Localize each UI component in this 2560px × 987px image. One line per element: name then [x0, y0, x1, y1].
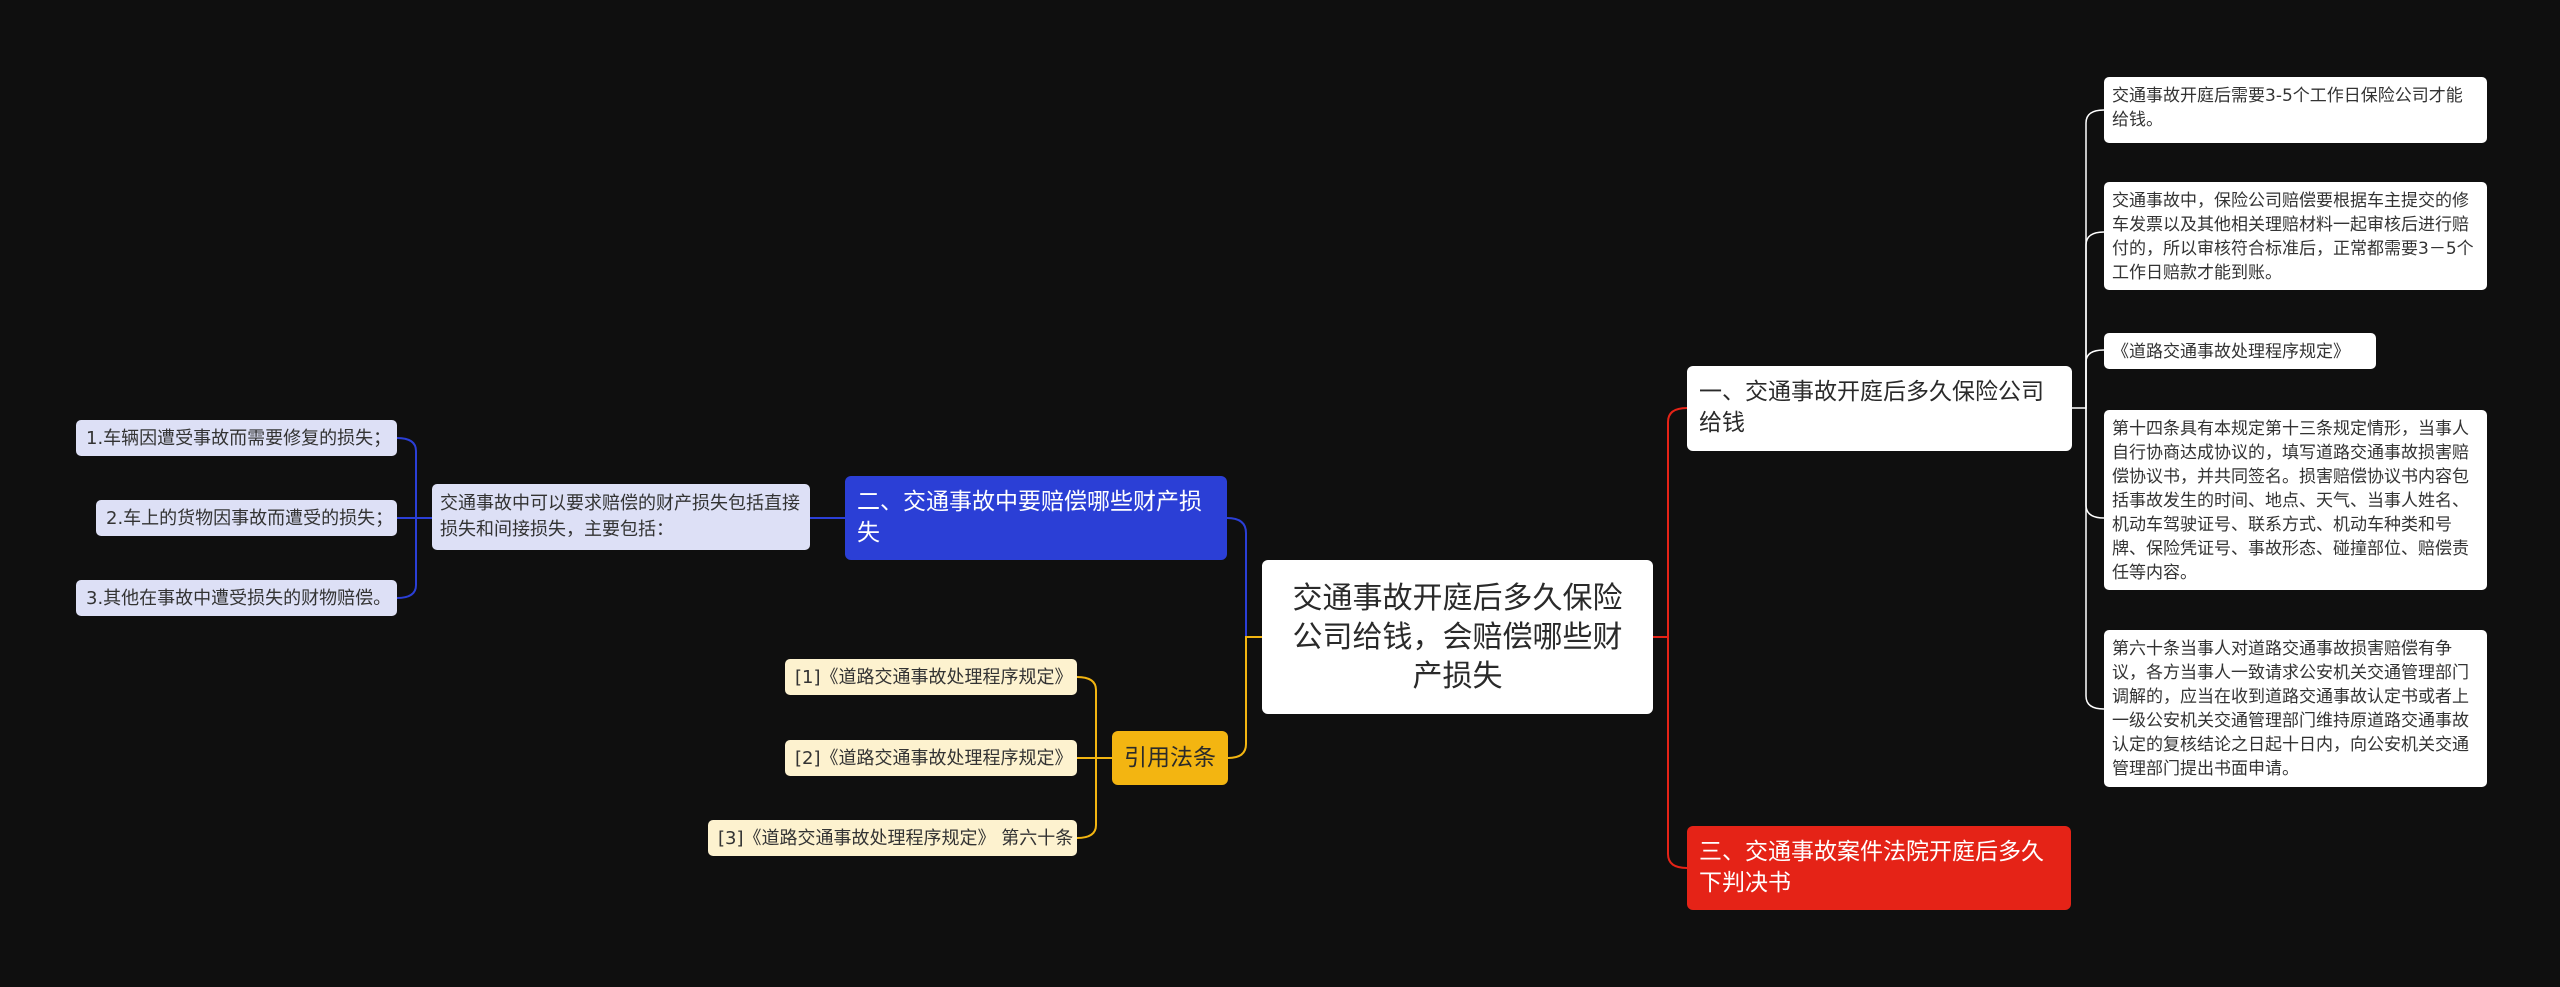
- branch-judgment-title: 三、交通事故案件法院开庭后多久下判决书: [1699, 839, 2044, 896]
- link-summary-item-1: [396, 437, 432, 519]
- branch-cited-laws[interactable]: 引用法条: [1112, 731, 1228, 785]
- property-item-2-text: 2.车上的货物因事故而遭受的损失；: [106, 508, 394, 529]
- branch-insurance-payment-time[interactable]: 一、交通事故开庭后多久保险公司给钱: [1687, 366, 2072, 451]
- link-insurance-leaf-4: [2085, 408, 2105, 519]
- branch-property-loss[interactable]: 二、交通事故中要赔偿哪些财产损失: [845, 476, 1227, 560]
- root-topic[interactable]: 交通事故开庭后多久保险公司给钱，会赔偿哪些财产损失: [1262, 560, 1653, 714]
- link-insurance-leaf-3: [2085, 349, 2105, 408]
- link-insurance-leaf-2: [2085, 231, 2105, 408]
- property-item-1-text: 1.车辆因遭受事故而需要修复的损失；: [86, 428, 392, 449]
- insurance-leaf-payment-days[interactable]: 交通事故开庭后需要3-5个工作日保险公司才能给钱。: [2104, 77, 2487, 143]
- insurance-leaf-2-text: 交通事故中，保险公司赔偿要根据车主提交的修车发票以及其他相关理赔材料一起审核后进…: [2112, 191, 2474, 283]
- citation-1[interactable]: [1]《道路交通事故处理程序规定》: [785, 659, 1077, 695]
- link-insurance-leaf-5: [2085, 408, 2105, 710]
- citation-2-text: [2]《道路交通事故处理程序规定》: [795, 748, 1073, 769]
- branch-judgment-time[interactable]: 三、交通事故案件法院开庭后多久下判决书: [1687, 826, 2071, 910]
- branch-insurance-title: 一、交通事故开庭后多久保险公司给钱: [1699, 379, 2044, 436]
- citation-3[interactable]: [3]《道路交通事故处理程序规定》 第六十条: [708, 820, 1077, 856]
- link-citation-1: [1076, 676, 1112, 759]
- branch-cited-laws-title: 引用法条: [1124, 744, 1216, 771]
- link-insurance-leaf-1: [2072, 109, 2105, 409]
- citation-2[interactable]: [2]《道路交通事故处理程序规定》: [785, 740, 1077, 776]
- insurance-leaf-1-text: 交通事故开庭后需要3-5个工作日保险公司才能给钱。: [2112, 86, 2463, 130]
- citation-3-text: [3]《道路交通事故处理程序规定》 第六十条: [718, 828, 1074, 849]
- property-loss-summary[interactable]: 交通事故中可以要求赔偿的财产损失包括直接损失和间接损失，主要包括：: [432, 484, 810, 550]
- insurance-leaf-4-text: 第十四条具有本规定第十三条规定情形，当事人自行协商达成协议的，填写道路交通事故损…: [2112, 419, 2469, 583]
- link-summary-item-3: [396, 518, 417, 599]
- link-root-to-judgment: [1653, 636, 1688, 869]
- property-item-other-property[interactable]: 3.其他在事故中遭受损失的财物赔偿。: [76, 580, 397, 616]
- insurance-leaf-article-60[interactable]: 第六十条当事人对道路交通事故损害赔偿有争议，各方当事人一致请求公安机关交通管理部…: [2104, 630, 2487, 787]
- branch-property-title: 二、交通事故中要赔偿哪些财产损失: [857, 489, 1202, 546]
- property-item-3-text: 3.其他在事故中遭受损失的财物赔偿。: [86, 588, 392, 609]
- insurance-leaf-review-process[interactable]: 交通事故中，保险公司赔偿要根据车主提交的修车发票以及其他相关理赔材料一起审核后进…: [2104, 182, 2487, 290]
- root-topic-text: 交通事故开庭后多久保险公司给钱，会赔偿哪些财产损失: [1292, 580, 1623, 694]
- property-item-cargo-loss[interactable]: 2.车上的货物因事故而遭受的损失；: [96, 500, 397, 536]
- property-loss-summary-text: 交通事故中可以要求赔偿的财产损失包括直接损失和间接损失，主要包括：: [440, 493, 800, 540]
- insurance-leaf-regulation-title[interactable]: 《道路交通事故处理程序规定》: [2104, 333, 2376, 369]
- link-root-to-insurance: [1653, 407, 1688, 638]
- link-root-to-citations: [1227, 636, 1262, 759]
- link-citation-3: [1076, 758, 1097, 839]
- citation-1-text: [1]《道路交通事故处理程序规定》: [795, 667, 1073, 688]
- property-item-vehicle-repair[interactable]: 1.车辆因遭受事故而需要修复的损失；: [76, 420, 397, 456]
- insurance-leaf-3-text: 《道路交通事故处理程序规定》: [2112, 342, 2350, 362]
- insurance-leaf-5-text: 第六十条当事人对道路交通事故损害赔偿有争议，各方当事人一致请求公安机关交通管理部…: [2112, 639, 2469, 779]
- insurance-leaf-article-14[interactable]: 第十四条具有本规定第十三条规定情形，当事人自行协商达成协议的，填写道路交通事故损…: [2104, 410, 2487, 590]
- link-root-to-property: [1226, 517, 1262, 638]
